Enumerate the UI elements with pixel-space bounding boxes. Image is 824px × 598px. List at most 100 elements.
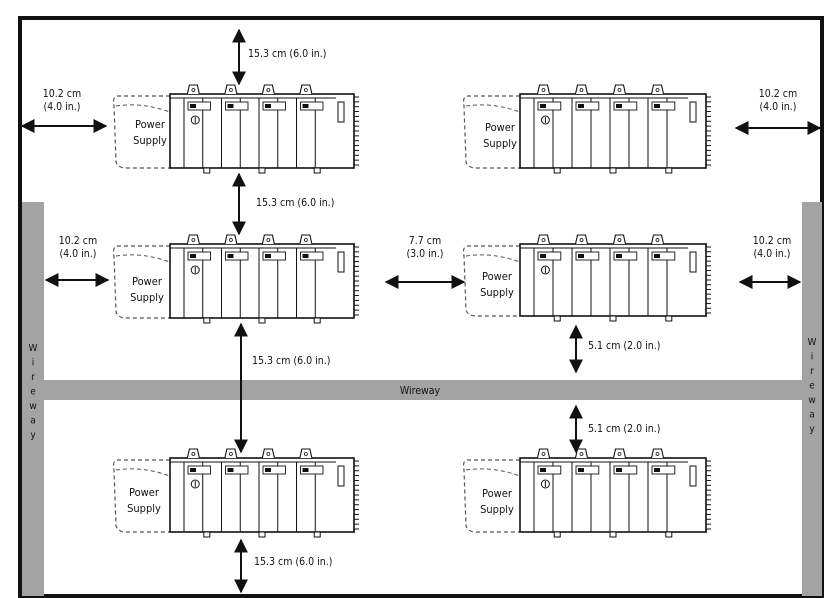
mounting-tab [186, 84, 200, 95]
module-status-display [300, 101, 324, 111]
wireway-right-label: Wireway [808, 337, 817, 435]
chassis-foot [313, 167, 321, 174]
power-supply-label-line2: Supply [127, 502, 161, 515]
mounting-tab [536, 234, 551, 245]
module-status-display [651, 251, 676, 261]
mounting-tab [261, 84, 275, 95]
module-status-led [654, 104, 660, 108]
mounting-tab [261, 448, 275, 459]
wireway-right [802, 202, 822, 596]
mounting-tab [650, 234, 665, 245]
mounting-tab [299, 448, 313, 459]
wireway-vertical-letter: a [30, 416, 36, 427]
mounting-hole [228, 88, 233, 92]
module-status-display [613, 251, 638, 261]
module-status-display [651, 101, 676, 111]
module-status-led [654, 468, 660, 472]
mounting-hole [579, 238, 584, 242]
mounting-tab [224, 234, 238, 245]
chassis-foot [609, 167, 617, 174]
chassis-foot [553, 315, 561, 322]
mounting-hole [617, 452, 622, 456]
power-supply-outline [112, 459, 170, 533]
module-status-display [225, 465, 249, 475]
mounting-hole [228, 238, 233, 242]
module-status-display [575, 101, 600, 111]
chassis-foot [258, 167, 266, 174]
module-status-led [540, 104, 546, 108]
wireway-vertical-letter: i [32, 358, 35, 369]
mounting-tab [186, 234, 200, 245]
module-status-led [540, 254, 546, 258]
module-status-display [575, 465, 600, 475]
wireway-vertical-letter: w [808, 395, 815, 406]
chassis-foot [665, 531, 673, 538]
end-cap-window [337, 465, 345, 487]
module-status-led [540, 468, 546, 472]
mounting-hole [541, 452, 546, 456]
power-supply-label-line2: Supply [480, 286, 514, 299]
mounting-hole [191, 88, 196, 92]
mounting-hole [191, 452, 196, 456]
module-status-led [227, 468, 234, 472]
chassis-foot [258, 531, 266, 538]
end-cap-window [689, 101, 697, 123]
wireway-vertical-letter: w [29, 401, 36, 412]
chassis-foot [609, 315, 617, 322]
mounting-tab [612, 448, 627, 459]
mounting-hole [266, 88, 271, 92]
module-status-display [537, 251, 562, 261]
mounting-tab [574, 234, 589, 245]
power-supply-curve [465, 254, 521, 263]
module-status-led [227, 254, 234, 258]
wireway-vertical-letter: e [30, 387, 36, 398]
module-status-display [187, 101, 211, 111]
mounting-tab [186, 448, 200, 459]
module-status-display [187, 251, 211, 261]
mounting-hole [303, 238, 308, 242]
mounting-hole [303, 452, 308, 456]
power-supply-label-line1: Power [482, 487, 513, 500]
wireway-vertical-letter: W [29, 343, 38, 354]
mounting-hole [191, 238, 196, 242]
end-cap-window [337, 251, 345, 273]
power-supply-label-line2: Supply [130, 291, 164, 304]
chassis-foot [313, 317, 321, 324]
module-status-led [265, 104, 271, 108]
chassis-foot [203, 531, 211, 538]
wireway-vertical-letter: i [811, 352, 814, 363]
module-status-display [262, 101, 286, 111]
power-supply-label-line1: Power [482, 270, 513, 283]
wireway-vertical-letter: a [809, 410, 815, 421]
power-supply-label-line2: Supply [483, 137, 517, 150]
top-clearance-label: 15.3 cm (6.0 in.) [248, 48, 326, 60]
module-status-display [187, 465, 211, 475]
module-status-led [227, 104, 234, 108]
module-status-display [262, 465, 286, 475]
wireway-to-bottom-label: 5.1 cm (2.0 in.) [588, 423, 660, 435]
wireway-vertical-letter: e [809, 381, 815, 392]
chassis-foot [553, 167, 561, 174]
mid-right-side-label-2: (4.0 in.) [753, 248, 790, 260]
module-status-led [302, 468, 309, 472]
mid-right-side-label-1: 10.2 cm [753, 235, 791, 247]
chassis-foot [553, 531, 561, 538]
module-status-led [578, 468, 584, 472]
mounting-hole [655, 88, 660, 92]
between-rows-2-label: 15.3 cm (6.0 in.) [252, 355, 330, 367]
mounting-tab [650, 84, 665, 95]
between-rows-1-label: 15.3 cm (6.0 in.) [256, 197, 334, 209]
mounting-tab [574, 84, 589, 95]
module-status-led [578, 254, 584, 258]
power-supply-outline [462, 95, 520, 169]
chassis-foot [313, 531, 321, 538]
module-status-led [302, 104, 309, 108]
power-supply-curve [115, 468, 171, 477]
wireway-vertical-letter: r [31, 372, 35, 383]
end-cap-window [689, 251, 697, 273]
power-supply-label-line1: Power [129, 486, 160, 499]
